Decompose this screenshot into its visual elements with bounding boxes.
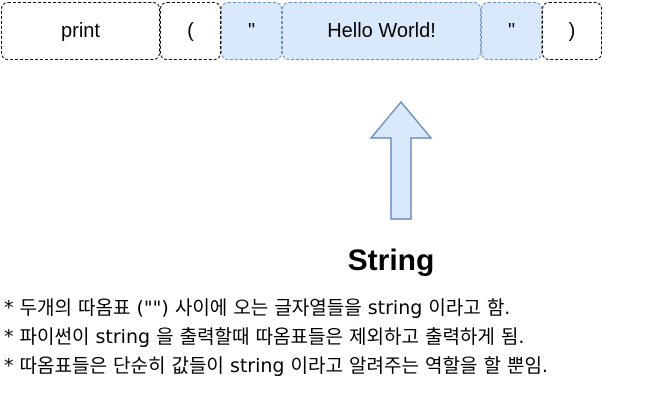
token-close-quote: ": [481, 2, 542, 60]
token-print: print: [1, 2, 160, 60]
up-arrow-shape: [369, 100, 433, 220]
token-hello-world: Hello World!: [282, 2, 481, 60]
token-open-quote: ": [221, 2, 282, 60]
note-line: * 두개의 따옴표 ("") 사이에 오는 글자열들을 string 이라고 함…: [4, 297, 511, 319]
notes-list: * 두개의 따옴표 ("") 사이에 오는 글자열들을 string 이라고 함…: [4, 294, 548, 381]
note-line: * 파이썬이 string 을 출력할때 따옴표들은 제외하고 출력하게 됨.: [4, 326, 525, 348]
note-line: * 따옴표들은 단순히 값들이 string 이라고 알려주는 역할을 할 뿐임…: [4, 355, 548, 377]
string-caption: String: [347, 244, 435, 277]
token-close-paren: ): [542, 2, 602, 60]
token-open-paren: (: [160, 2, 221, 60]
